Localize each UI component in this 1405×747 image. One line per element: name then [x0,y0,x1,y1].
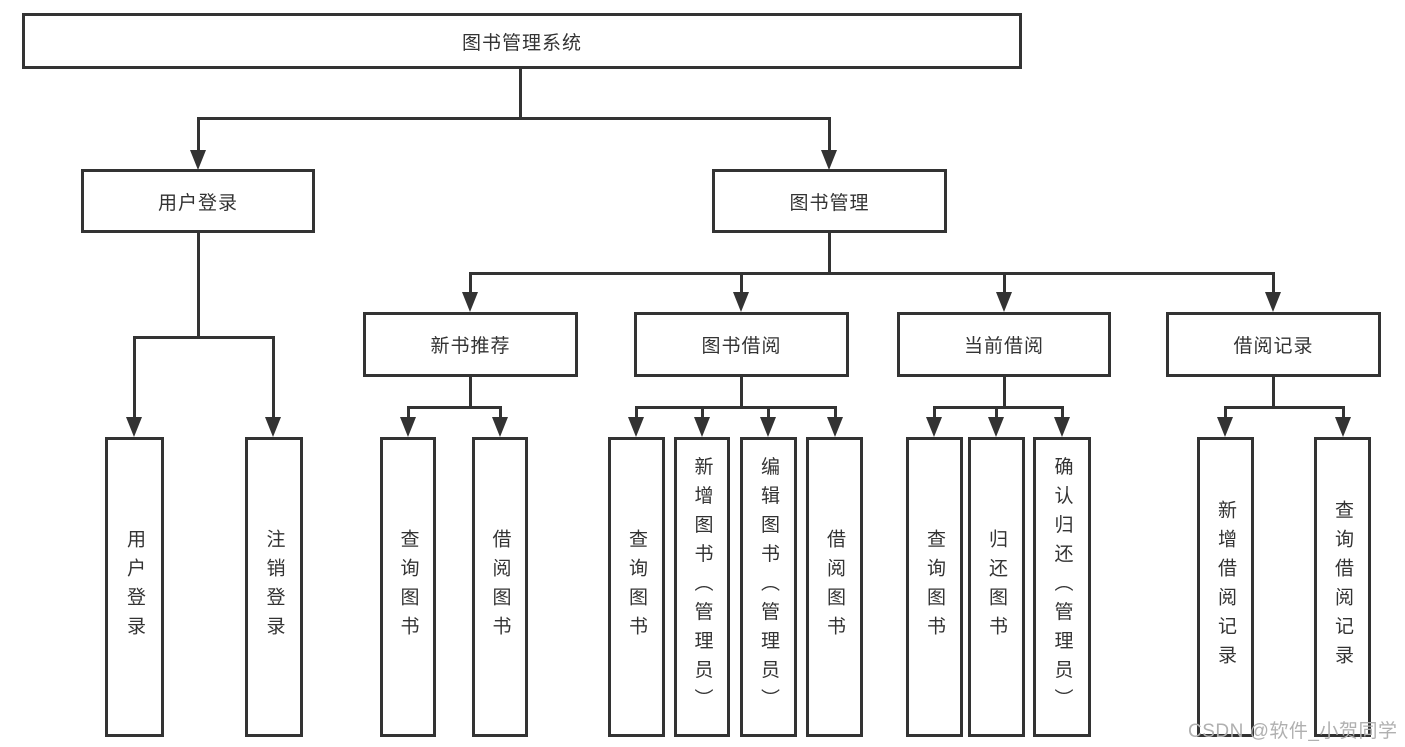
node-book-management: 图书管理 [712,169,947,233]
arrow-head [1217,417,1233,437]
arrow-head [760,417,776,437]
arrow-head [1054,417,1070,437]
connector-root-rail [197,117,831,120]
leaf-edit-books-admin-label: 编辑图书（管理员） [758,456,779,718]
leaf-user-login: 用户登录 [105,437,164,737]
leaf-logout: 注销登录 [245,437,303,737]
connector-book-management-rail [469,272,1275,275]
connector-current-borrow-rail [933,406,1064,409]
arrow-head [926,417,942,437]
connector-root-stem [519,69,522,118]
leaf-current-query-books-label: 查询图书 [924,529,945,645]
connector-book-borrow-rail [635,406,836,409]
leaf-add-books-admin-label: 新增图书（管理员） [691,456,713,718]
leaf-return-books: 归还图书 [968,437,1025,737]
leaf-recommend-query-books-label: 查询图书 [397,529,419,645]
node-new-book-recommend: 新书推荐 [363,312,578,377]
arrow-head [821,150,837,170]
arrow-head [400,417,416,437]
leaf-recommend-query-books: 查询图书 [380,437,436,737]
arrow-head [1265,292,1281,312]
arrow-head [462,292,478,312]
arrow-head [126,417,142,437]
node-root-label: 图书管理系统 [461,32,582,54]
leaf-borrow-query-books-label: 查询图书 [626,529,647,645]
connector-borrow-records-stem [1272,377,1275,408]
connector-book-management-stem [828,233,831,274]
arrow-head [694,417,710,437]
arrow-head [996,292,1012,312]
node-book-borrow: 图书借阅 [634,312,849,377]
connector-drop-current-borrow [1003,272,1006,293]
arrow-head [190,150,206,170]
leaf-query-borrow-record: 查询借阅记录 [1314,437,1371,737]
connector-user-login-stem [197,233,200,336]
leaf-logout-label: 注销登录 [263,529,285,645]
node-book-borrow-label: 图书借阅 [701,336,782,357]
connector-drop [1342,406,1345,419]
arrow-head [1335,417,1351,437]
connector-drop [933,406,936,419]
connector-drop [635,406,638,419]
arrow-head [733,292,749,312]
connector-drop-leaf-user-login [133,336,136,418]
leaf-borrow-query-books: 查询图书 [608,437,665,737]
node-current-borrow: 当前借阅 [897,312,1111,377]
leaf-add-borrow-record: 新增借阅记录 [1197,437,1254,737]
connector-drop [499,406,502,419]
leaf-borrow-books: 借阅图书 [806,437,863,737]
leaf-confirm-return-admin: 确认归还（管理员） [1033,437,1091,737]
connector-user-login-rail [133,336,274,339]
connector-new-book-rail [407,406,502,409]
node-root: 图书管理系统 [22,13,1022,69]
node-user-login-label: 用户登录 [157,192,238,214]
node-current-borrow-label: 当前借阅 [963,336,1044,357]
leaf-add-borrow-record-label: 新增借阅记录 [1215,500,1236,674]
connector-drop [767,406,770,419]
connector-current-borrow-stem [1003,377,1006,408]
arrow-head [988,417,1004,437]
connector-drop-borrow-records [1272,272,1275,293]
connector-drop [995,406,998,419]
node-book-management-label: 图书管理 [789,192,870,214]
leaf-add-books-admin: 新增图书（管理员） [674,437,730,737]
arrow-head [492,417,508,437]
arrow-head [827,417,843,437]
node-user-login: 用户登录 [81,169,315,233]
connector-drop [834,406,837,419]
connector-drop-new-book [469,272,472,293]
connector-book-borrow-stem [740,377,743,408]
leaf-recommend-borrow-books-label: 借阅图书 [489,529,511,645]
connector-drop [1224,406,1227,419]
connector-drop-user-login [197,117,200,151]
connector-new-book-stem [469,377,472,408]
leaf-current-query-books: 查询图书 [906,437,963,737]
connector-drop [407,406,410,419]
connector-drop [701,406,704,419]
leaf-borrow-books-label: 借阅图书 [824,529,845,645]
leaf-recommend-borrow-books: 借阅图书 [472,437,528,737]
arrow-head [628,417,644,437]
node-borrow-records-label: 借阅记录 [1233,336,1314,357]
connector-borrow-records-rail [1224,406,1344,409]
leaf-query-borrow-record-label: 查询借阅记录 [1332,500,1353,674]
connector-drop-book-management [828,117,831,151]
leaf-confirm-return-admin-label: 确认归还（管理员） [1051,456,1073,718]
leaf-edit-books-admin: 编辑图书（管理员） [740,437,797,737]
csdn-watermark: CSDN @软件_小贺同学 [1188,721,1398,742]
connector-drop [1061,406,1064,419]
node-borrow-records: 借阅记录 [1166,312,1381,377]
leaf-user-login-label: 用户登录 [124,529,145,645]
leaf-return-books-label: 归还图书 [986,529,1007,645]
arrow-head [265,417,281,437]
node-new-book-recommend-label: 新书推荐 [430,336,511,357]
connector-drop-book-borrow [740,272,743,293]
connector-drop-leaf-logout [272,336,275,418]
